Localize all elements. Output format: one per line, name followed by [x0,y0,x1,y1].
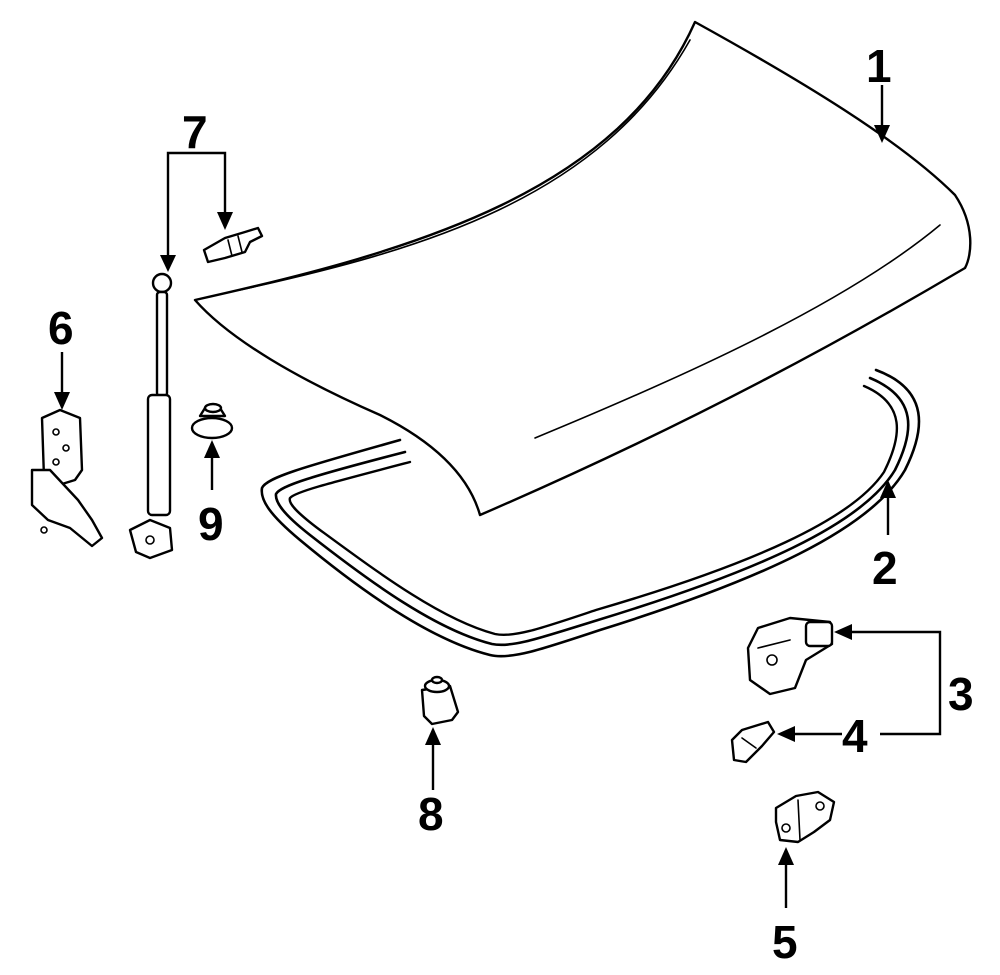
ball-stud [202,226,264,264]
lid-lock [746,616,834,696]
callout-2: 2 [872,542,898,594]
lock-clip [730,720,776,764]
grommet [190,402,234,440]
callout-3: 3 [948,668,974,720]
lid-hinge [30,408,104,548]
lift-support-strut [128,272,174,560]
callout-labels: 1 2 3 4 5 6 7 8 9 [48,40,974,968]
lid-striker [774,790,836,844]
trunk-lid [193,20,972,517]
weatherstrip-seal [260,368,921,658]
leader-lines [54,85,942,908]
bumper-stop [420,675,460,726]
callout-6: 6 [48,302,74,354]
callout-7: 7 [182,106,208,158]
callout-4: 4 [842,710,868,762]
callout-5: 5 [772,916,798,968]
callout-8: 8 [418,788,444,840]
callout-9: 9 [198,498,224,550]
callout-1: 1 [866,40,892,92]
